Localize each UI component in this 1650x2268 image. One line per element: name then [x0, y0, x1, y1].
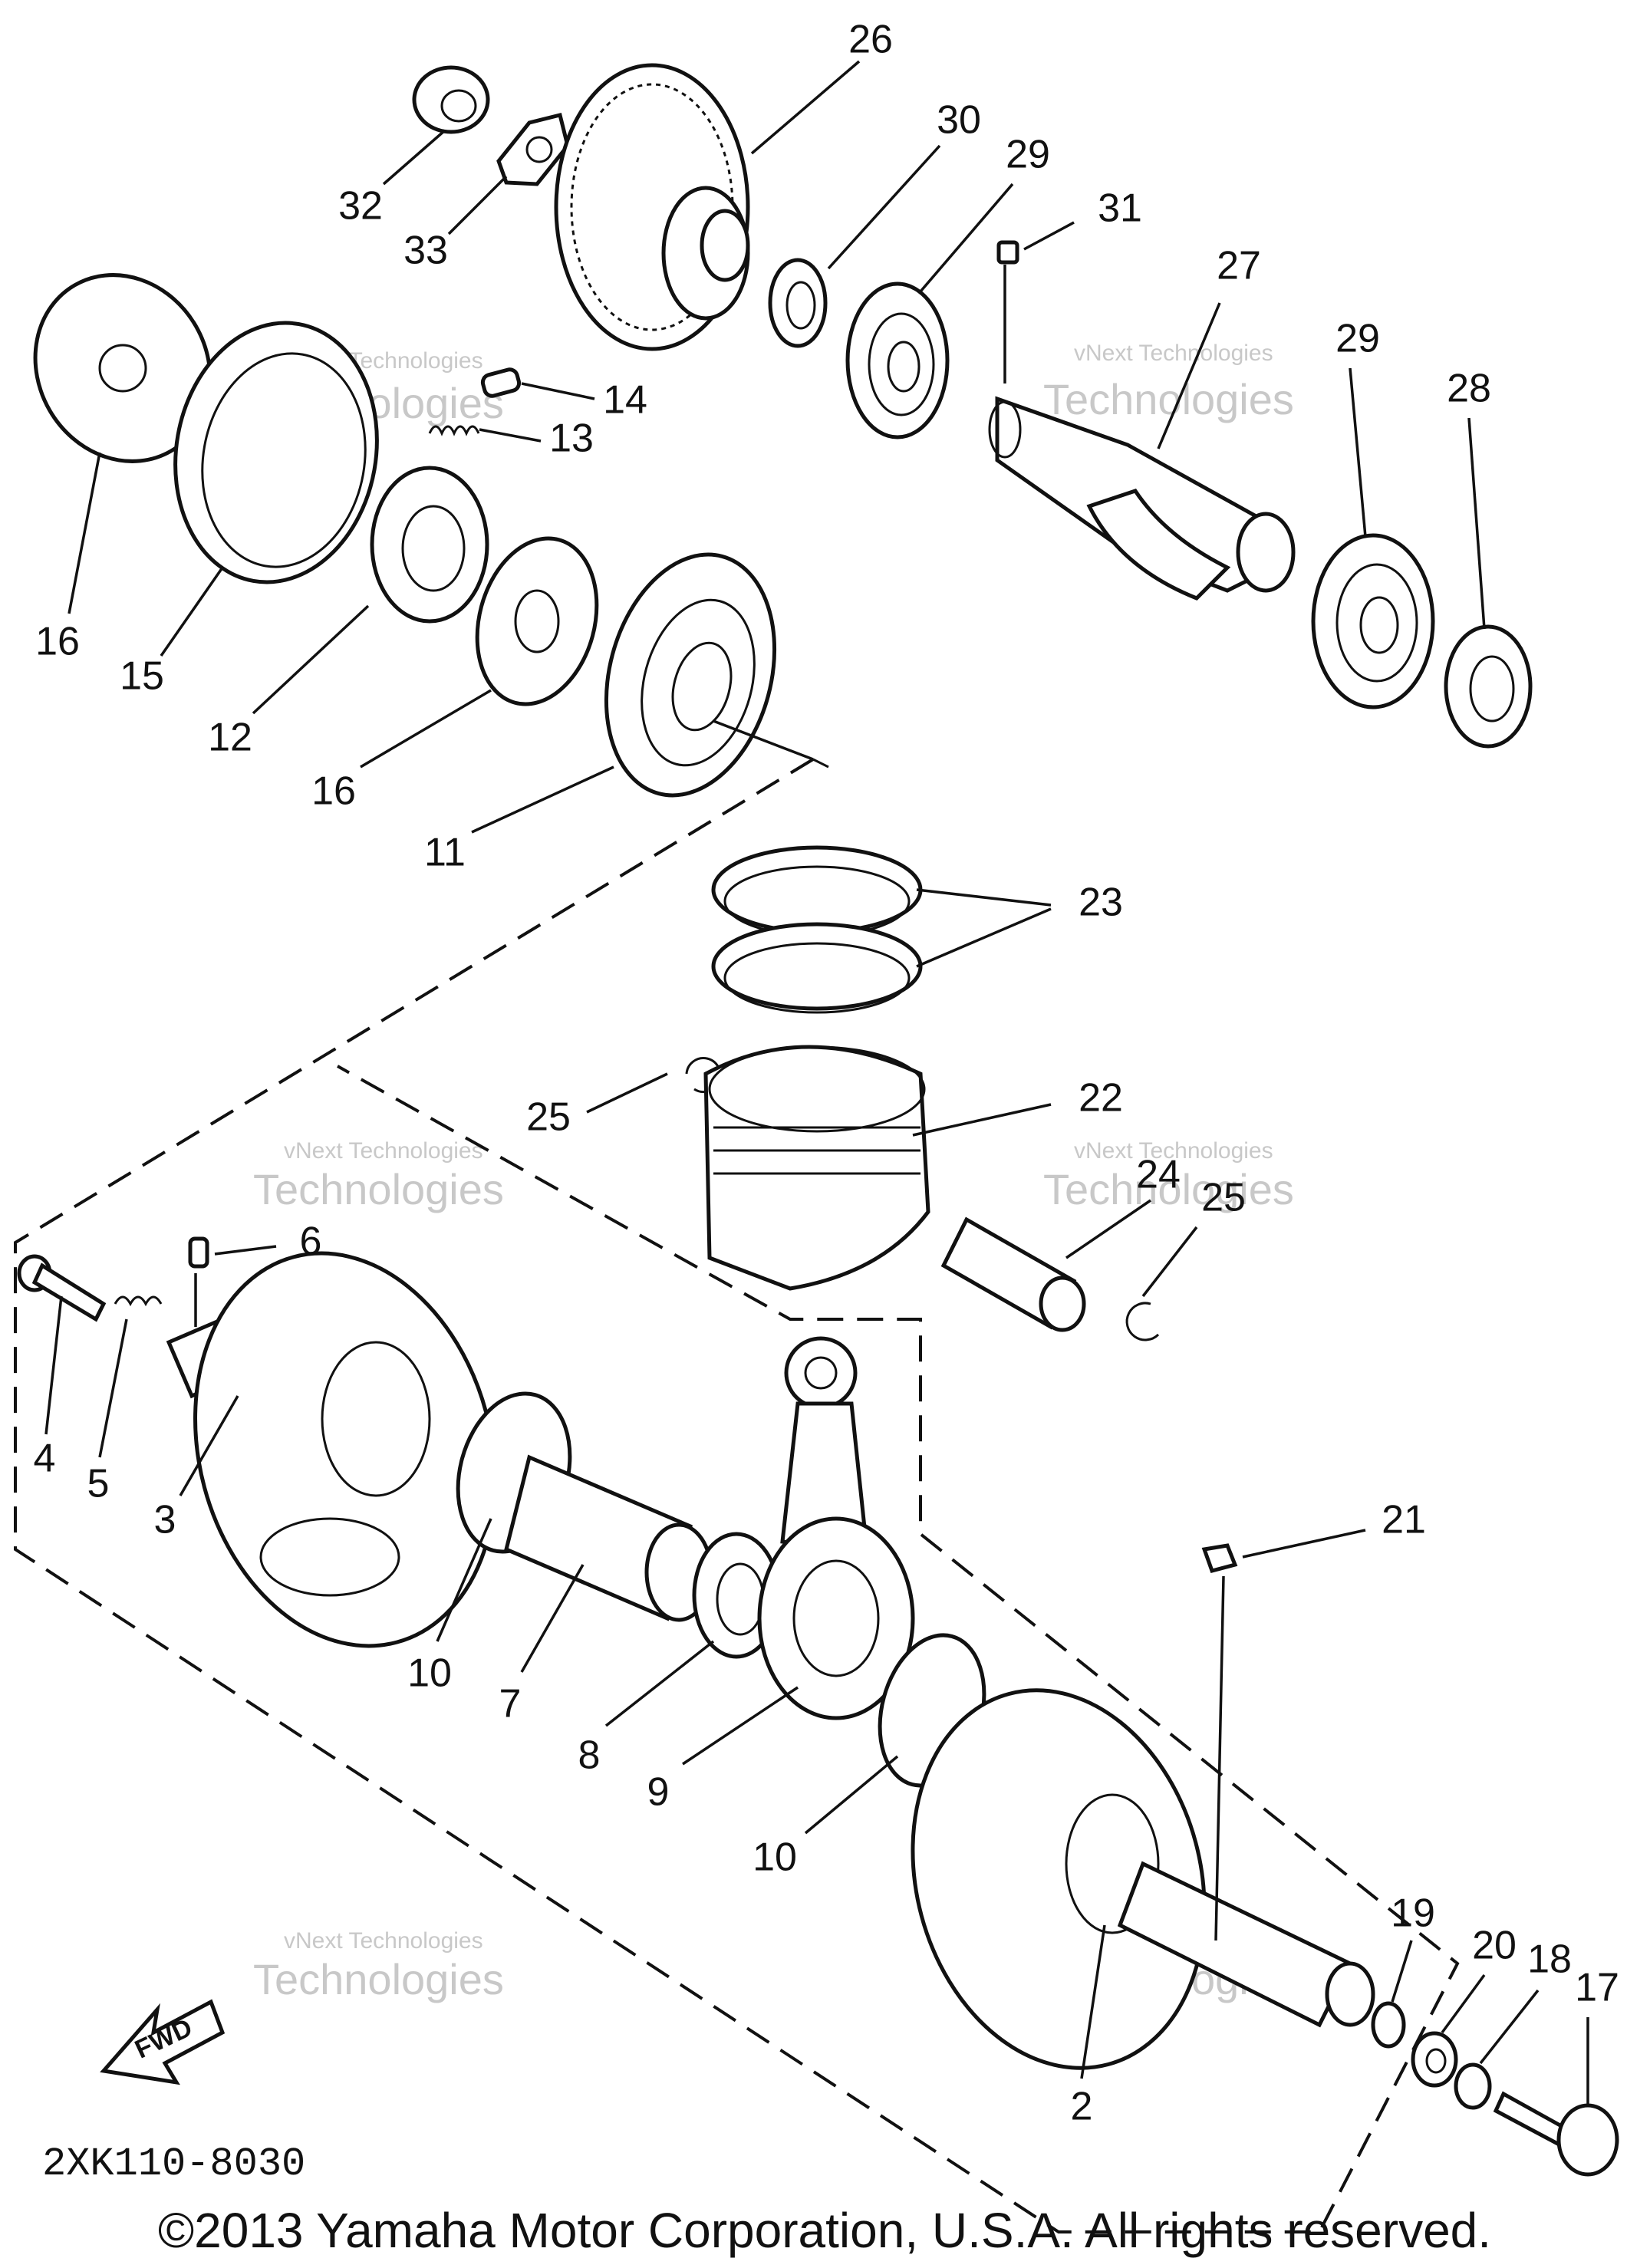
- callout-16: 16: [311, 769, 356, 814]
- callout-9: 9: [647, 1770, 670, 1815]
- callout-3: 3: [154, 1498, 176, 1542]
- callout-19: 19: [1391, 1891, 1435, 1936]
- callout-5: 5: [87, 1462, 110, 1506]
- balancer-gear-part-26: [554, 63, 750, 351]
- callout-24: 24: [1136, 1153, 1181, 1197]
- callout-16: 16: [35, 620, 80, 664]
- callout-12: 12: [208, 716, 252, 760]
- plate-part-16: [475, 536, 599, 706]
- key-part-31: [996, 240, 1019, 265]
- circlip-part-25: [1125, 1302, 1160, 1341]
- callout-22: 22: [1079, 1076, 1123, 1121]
- hub-part-12: [370, 466, 489, 624]
- parts: FWD: [17, 63, 1619, 2177]
- callout-27: 27: [1217, 244, 1261, 288]
- callout-20: 20: [1472, 1924, 1517, 1968]
- washer-part-20: [1411, 2031, 1458, 2088]
- spring-part-5: [114, 1295, 163, 1307]
- gear-part-15: [173, 321, 379, 584]
- callout-6: 6: [300, 1220, 322, 1264]
- callout-13: 13: [549, 416, 594, 461]
- callout-25: 25: [1201, 1176, 1246, 1220]
- crank-pin-part-7: [504, 1454, 713, 1622]
- callout-29: 29: [1335, 317, 1380, 361]
- callout-8: 8: [578, 1733, 601, 1778]
- spring-part-13: [428, 425, 480, 436]
- balancer-shaft-part-27: [988, 396, 1296, 601]
- copyright-notice: ©2013 Yamaha Motor Corporation, U.S.A. A…: [158, 2203, 1491, 2258]
- watermark-line: Technologies: [1043, 1165, 1294, 1213]
- watermark: vNext Technologies Technologies: [253, 1928, 504, 2003]
- watermark-line: vNext Technologies: [284, 1138, 483, 1164]
- watermark-line: Technologies: [253, 1955, 504, 2003]
- callout-4: 4: [34, 1437, 56, 1481]
- callout-17: 17: [1575, 1966, 1619, 2010]
- callout-28: 28: [1447, 367, 1491, 411]
- callout-11: 11: [424, 831, 466, 875]
- callout-23: 23: [1079, 881, 1123, 925]
- callout-21: 21: [1382, 1498, 1426, 1542]
- assembly-outline: [14, 758, 1460, 2233]
- diagram-code: 2XK110-8030: [42, 2141, 305, 2187]
- crank-right-part-2: [911, 1688, 1375, 2070]
- piston-pin-part-24: [940, 1216, 1086, 1332]
- spacer-part-30: [768, 258, 828, 348]
- o-ring-part-19: [1371, 2001, 1406, 2049]
- watermark-line: Technologies: [253, 1165, 504, 1213]
- connecting-rod-part-9: [757, 1336, 915, 1720]
- bearing-part-29: [845, 281, 950, 439]
- piston-rings-part-23: [711, 845, 923, 1014]
- watermark: vNext Technologies Technologies: [253, 1138, 504, 1213]
- callout-29: 29: [1006, 133, 1050, 177]
- watermark-line: vNext Technologies: [1074, 1138, 1273, 1164]
- nut-part-32: [412, 65, 490, 134]
- callout-10: 10: [407, 1651, 452, 1696]
- callout-18: 18: [1527, 1937, 1572, 1982]
- callout-25: 25: [526, 1095, 571, 1140]
- piston-part-22: [703, 1045, 930, 1291]
- callout-31: 31: [1098, 186, 1142, 231]
- watermark-line: vNext Technologies: [284, 1928, 483, 1954]
- callout-15: 15: [120, 654, 164, 699]
- callout-33: 33: [403, 229, 448, 273]
- callout-14: 14: [603, 378, 647, 423]
- callout-7: 7: [499, 1682, 522, 1727]
- crank-left-part-3: [166, 1251, 497, 1648]
- callout-10: 10: [753, 1835, 797, 1880]
- callout-2: 2: [1071, 2085, 1093, 2129]
- watermarks: vNext Technologies Technologies vNext Te…: [253, 341, 1294, 2003]
- fwd-arrow: FWD: [100, 1999, 226, 2085]
- pin-part-14: [480, 367, 522, 398]
- bolt-part-17: [1493, 2091, 1619, 2177]
- callout-32: 32: [338, 184, 383, 229]
- key-part-6: [188, 1236, 209, 1269]
- key-part-21: [1201, 1543, 1238, 1574]
- bearing-part-11: [604, 552, 777, 798]
- watermark-line: vNext Technologies: [1074, 341, 1273, 366]
- bearing-part-29: [1311, 533, 1435, 709]
- oil-seal-part-28: [1444, 624, 1533, 749]
- callout-30: 30: [937, 98, 981, 143]
- plate-part-16: [33, 273, 212, 463]
- callouts: 26 30 29 31 27 29 28 32 33 14 13 16: [34, 18, 1619, 2129]
- callout-26: 26: [848, 18, 893, 62]
- lock-washer-part-18: [1454, 2062, 1492, 2110]
- watermark: vNext Technologies Technologies: [1043, 341, 1294, 423]
- pin-part-4: [17, 1254, 107, 1322]
- watermark-line: Technologies: [1043, 375, 1294, 423]
- watermark: vNext Technologies Technologies: [1043, 1138, 1294, 1213]
